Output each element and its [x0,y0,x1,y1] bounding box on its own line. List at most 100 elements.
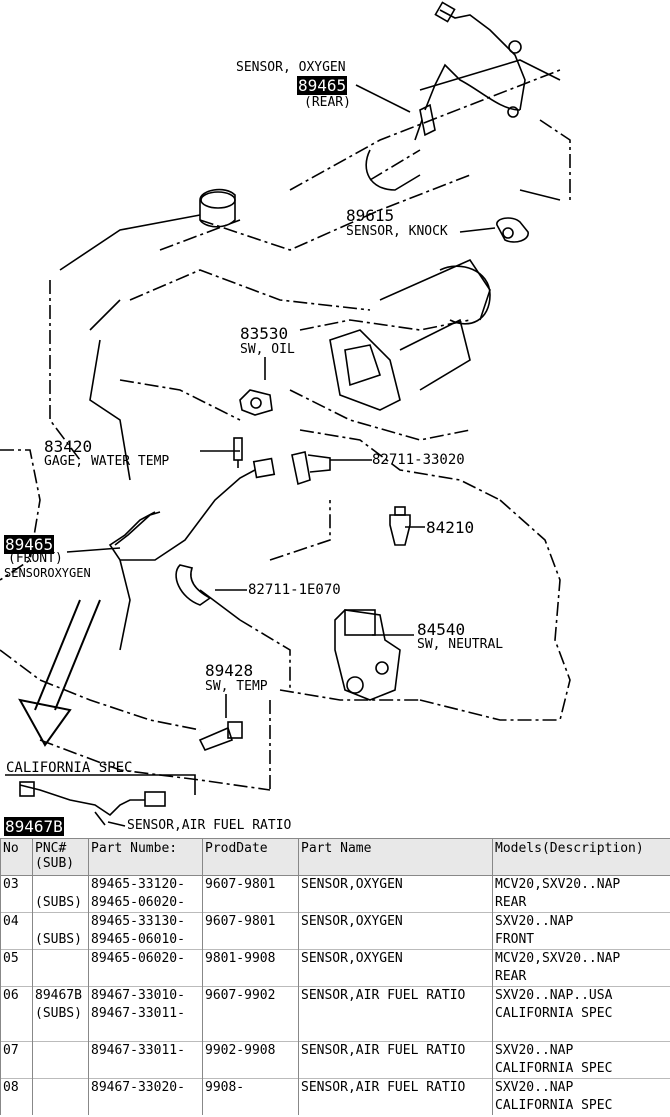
column-header[interactable]: Part Numbe: [88,838,203,876]
table-row[interactable] [0,1023,670,1042]
table-cell: 07 [0,1041,33,1060]
table-cell: 9801-9908 [202,949,299,968]
af-pnc[interactable]: 89467B [4,817,64,836]
oil-pnc[interactable]: 83530 [240,324,289,343]
table-cell: SXV20..NAP [492,912,670,931]
neutral-name: SW, NEUTRAL [417,637,504,652]
table-cell: 9607-9801 [202,875,299,894]
knock-pnc[interactable]: 89615 [346,206,395,225]
table-cell: SXV20..NAP [492,1078,670,1097]
table-cell [0,1060,33,1079]
table-cell [88,1097,203,1115]
table-cell [202,1097,299,1115]
table-cell: 08 [0,1078,33,1097]
front-name: SENSOROXYGEN [4,566,91,580]
table-cell: 89467-33011- [88,1005,203,1023]
table-cell [32,1041,89,1060]
temp-pnc[interactable]: 89428 [205,661,254,680]
column-header[interactable]: PNC# (SUB) [32,838,89,876]
table-cell [202,931,299,950]
table-row[interactable]: (SUBS)89465-06010- FRONT [0,931,670,950]
table-cell [88,1060,203,1079]
table-cell [202,1060,299,1079]
clamp1-pnc[interactable]: 82711-33020 [372,452,465,468]
table-cell: 89467-33011- [88,1041,203,1060]
o2-rear-name: SENSOR, OXYGEN [236,60,346,75]
california-spec-label: CALIFORNIA SPEC [6,760,133,776]
table-row[interactable]: (SUBS)89467-33011-CALIFORNIA SPEC [0,1005,670,1023]
table-cell [32,1060,89,1079]
table-cell [32,912,89,931]
table-cell: SENSOR,OXYGEN [298,949,493,968]
table-cell [88,1023,203,1042]
front-pnc[interactable]: 89465 [4,535,55,554]
table-cell: 03 [0,875,33,894]
table-cell [202,968,299,987]
water-pnc[interactable]: 83420 [44,437,93,456]
table-cell [298,931,493,950]
table-cell [202,1023,299,1042]
af-name: SENSOR,AIR FUEL RATIO [127,818,292,833]
table-cell [0,1097,33,1115]
table-cell [32,875,89,894]
table-cell [298,1005,493,1023]
table-cell [298,1097,493,1115]
column-header[interactable]: No [0,838,33,876]
table-cell: MCV20,SXV20..NAP [492,875,670,894]
table-cell: 89465-06010- [88,931,203,950]
table-cell [298,968,493,987]
column-header[interactable]: ProdDate [202,838,299,876]
table-row[interactable]: REAR [0,968,670,987]
table-cell: 05 [0,949,33,968]
table-cell [32,1097,89,1115]
table-cell: SXV20..NAP..USA [492,986,670,1005]
front-note: (FRONT) [8,551,63,566]
table-cell: SENSOR,AIR FUEL RATIO [298,1078,493,1097]
part-84210-pnc[interactable]: 84210 [426,518,475,537]
table-cell: 89467B [32,986,89,1005]
table-row[interactable]: CALIFORNIA SPEC [0,1060,670,1079]
table-cell: 89467-33020- [88,1078,203,1097]
column-header[interactable]: Models(Description) [492,838,670,876]
oil-name: SW, OIL [240,342,295,357]
o2-rear-pnc[interactable]: 89465 [297,76,348,95]
table-cell: FRONT [492,931,670,950]
table-cell [32,949,89,968]
table-cell: REAR [492,894,670,913]
table-cell: SENSOR,AIR FUEL RATIO [298,986,493,1005]
engine-drawing [0,1,571,827]
table-row[interactable]: 08 89467-33020-9908-SENSOR,AIR FUEL RATIO… [0,1078,670,1097]
table-cell: 9607-9902 [202,986,299,1005]
table-cell: (SUBS) [32,894,89,913]
table-cell: 89467-33010- [88,986,203,1005]
table-cell: SENSOR,OXYGEN [298,875,493,894]
neutral-pnc[interactable]: 84540 [417,620,466,639]
table-cell: CALIFORNIA SPEC [492,1005,670,1023]
table-cell: 9908- [202,1078,299,1097]
table-cell [0,1023,33,1042]
column-header[interactable]: Part Name [298,838,493,876]
table-cell: SENSOR,OXYGEN [298,912,493,931]
clamp2-pnc[interactable]: 82711-1E070 [248,582,341,598]
table-cell: SENSOR,AIR FUEL RATIO [298,1041,493,1060]
table-cell: 89465-06020- [88,894,203,913]
table-cell [492,1023,670,1042]
table-cell: (SUBS) [32,931,89,950]
water-name: GAGE, WATER TEMP [44,454,170,469]
table-row[interactable]: (SUBS)89465-06020- REAR [0,894,670,913]
table-cell: 9607-9801 [202,912,299,931]
parts-diagram: SENSOR, OXYGEN 89465 (REAR) 89615 SENSOR… [0,1,571,836]
table-cell: CALIFORNIA SPEC [492,1097,670,1115]
table-cell [32,1023,89,1042]
table-row[interactable]: CALIFORNIA SPEC [0,1097,670,1115]
table-cell [88,968,203,987]
table-cell [0,1005,33,1023]
